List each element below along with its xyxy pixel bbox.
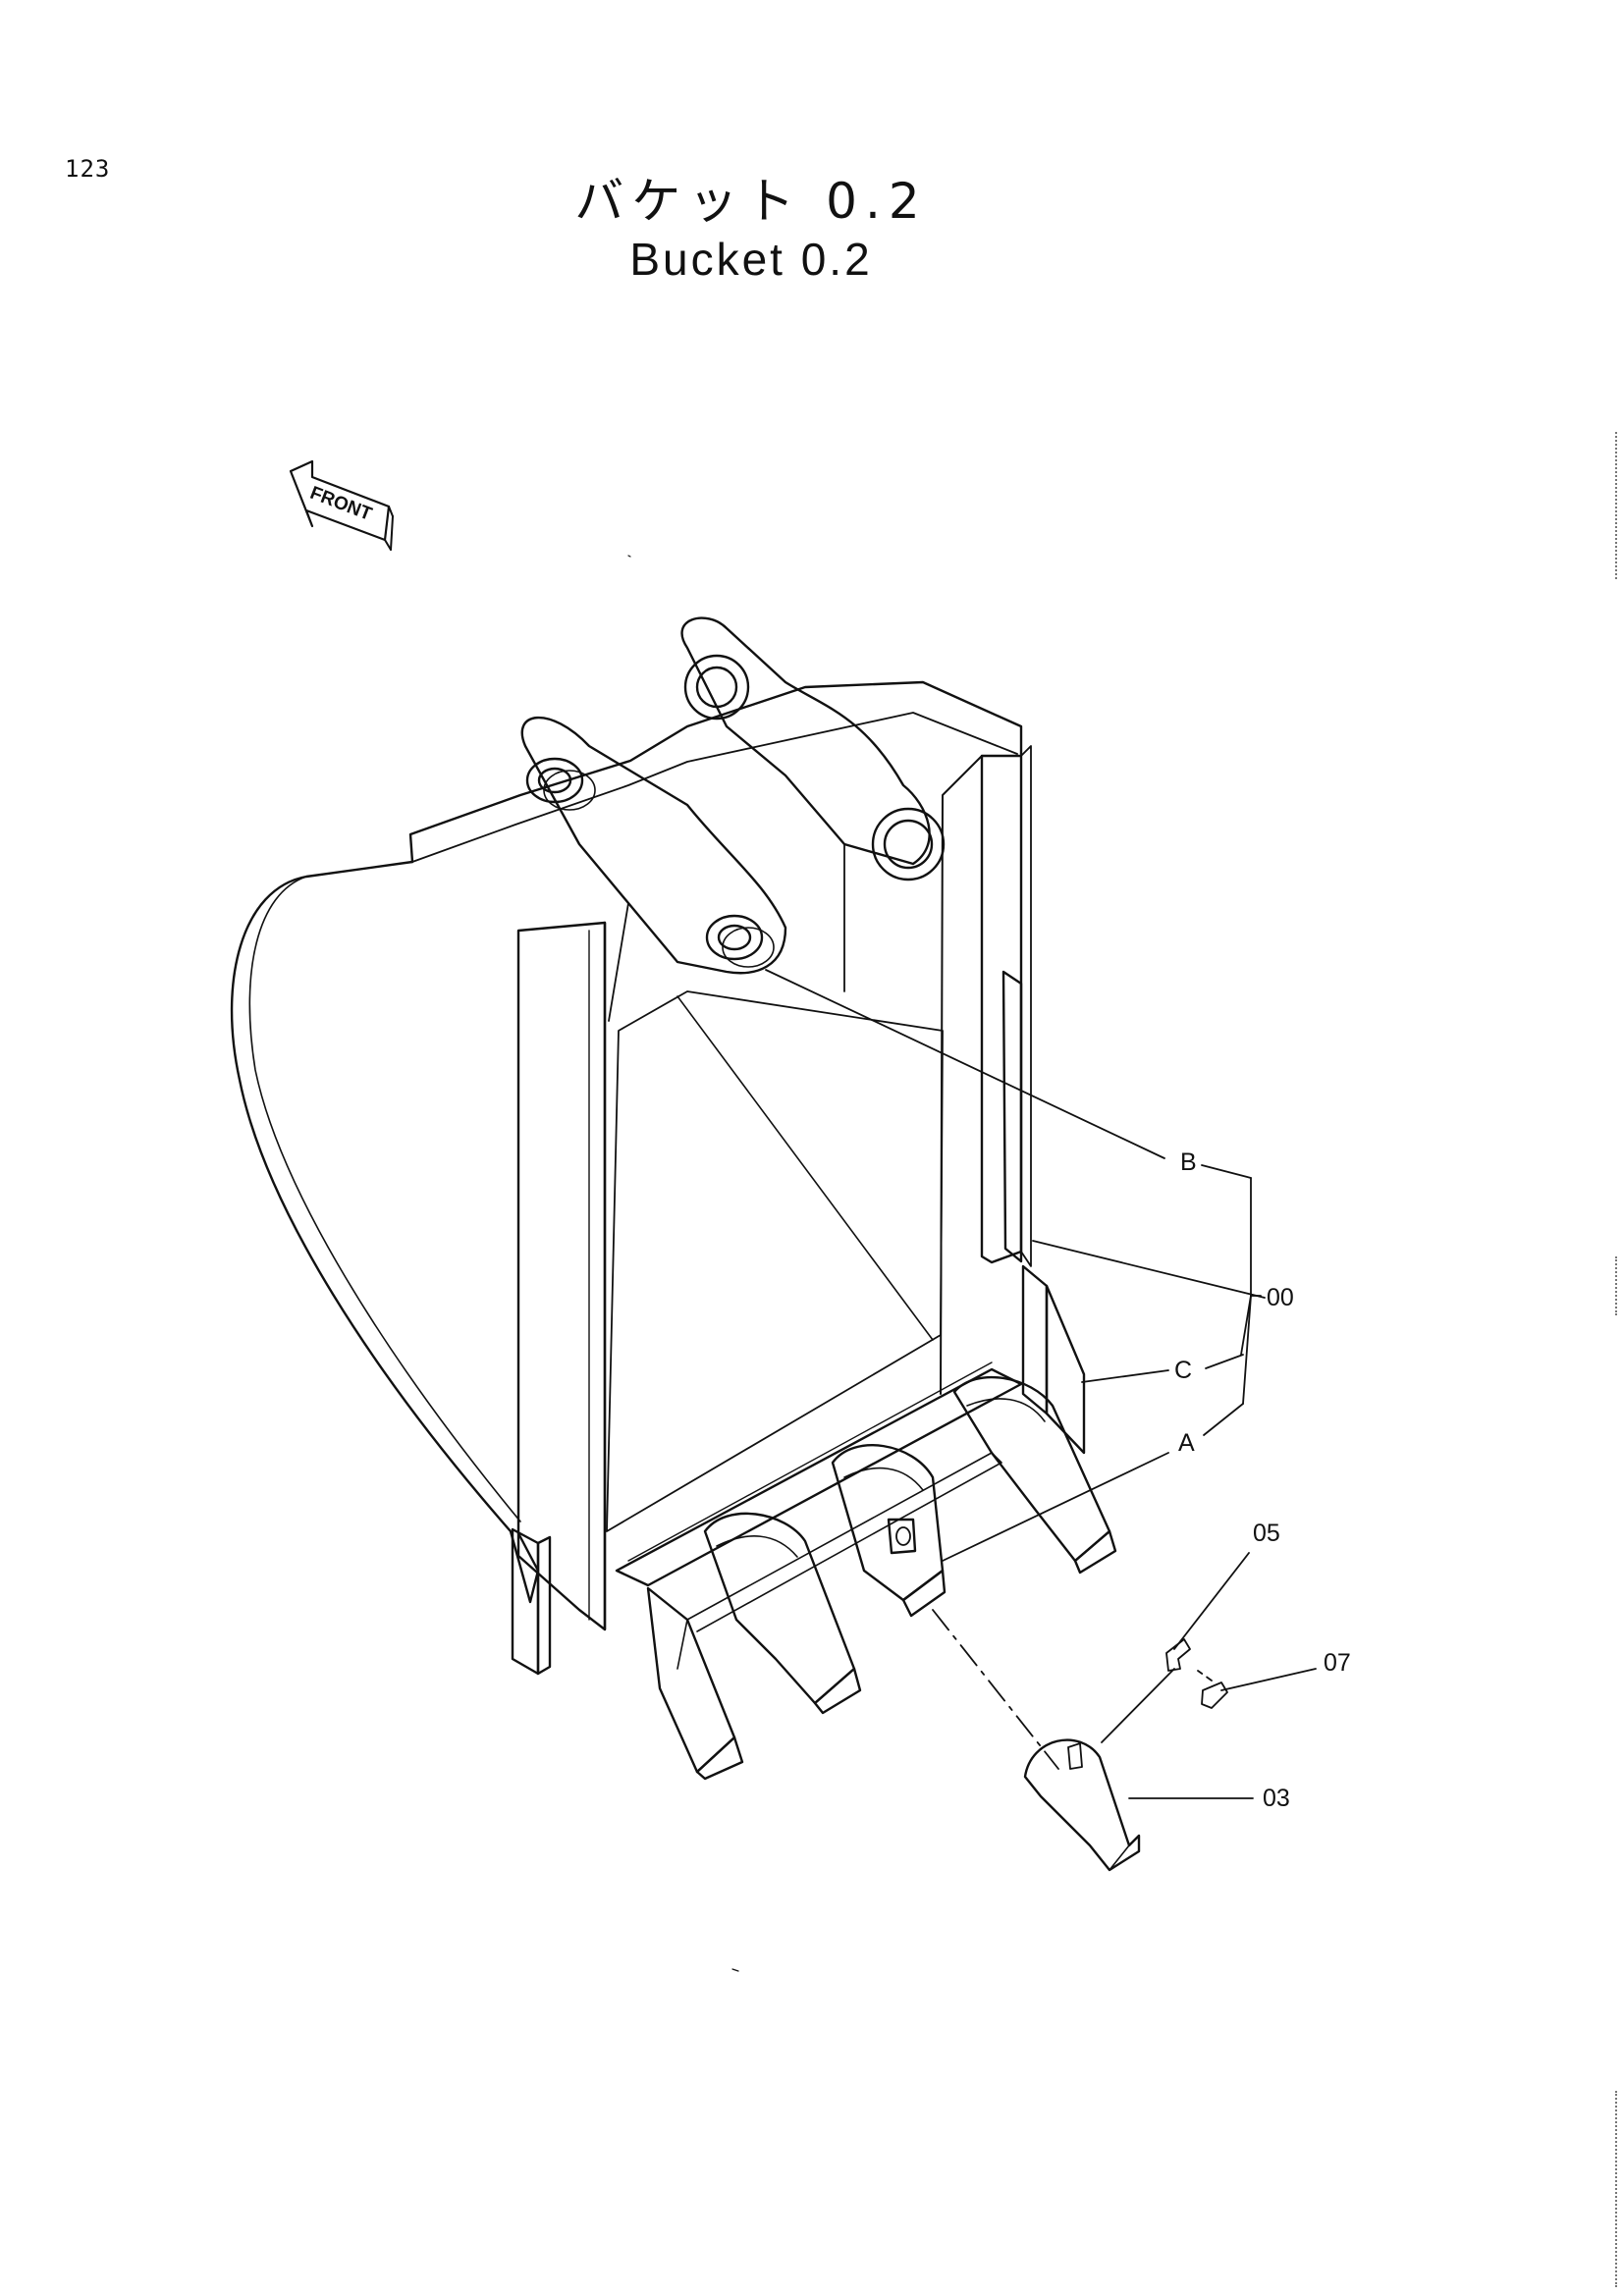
back-plate <box>408 680 1023 864</box>
front-arrow-icon: FRONT <box>289 459 394 551</box>
pin-boss-left <box>525 757 596 811</box>
scan-specks <box>627 555 739 1972</box>
callout-a: A <box>1178 1429 1195 1457</box>
callout-03: 03 <box>1263 1785 1290 1812</box>
callout-labels: B 00 C A 05 07 03 <box>1174 1148 1351 1812</box>
boss-hole-rear <box>683 654 750 721</box>
bucket-body <box>230 680 1086 1676</box>
pin-boss-right <box>705 914 775 968</box>
bucket-teeth <box>646 1375 1117 1781</box>
lock-pin-05 <box>1165 1638 1191 1672</box>
callout-05: 05 <box>1253 1520 1280 1547</box>
side-plate-right <box>980 754 1023 1264</box>
boss-hole-front <box>871 807 946 881</box>
tooth-1 <box>646 1586 744 1781</box>
page-number: 123 <box>65 155 111 183</box>
boss-brackets <box>520 616 946 1022</box>
pin-07 <box>1201 1682 1228 1709</box>
detached-tooth-03 <box>1023 1738 1141 1872</box>
tooth-3 <box>831 1444 947 1618</box>
side-plate-left <box>230 860 540 1604</box>
callout-b: B <box>1180 1148 1197 1176</box>
title-block: バケット 0.2 Bucket 0.2 <box>0 172 1502 288</box>
scan-edge-mark-1 <box>1615 432 1623 579</box>
callout-00: 00 <box>1267 1284 1294 1311</box>
leader-lines <box>765 969 1317 1799</box>
bucket-opening <box>606 990 944 1532</box>
callout-c: C <box>1174 1357 1192 1384</box>
scan-edge-mark-3 <box>1615 2091 1623 2287</box>
callout-07: 07 <box>1324 1649 1351 1677</box>
title-english: Bucket 0.2 <box>629 234 873 285</box>
tooth-4 <box>952 1375 1117 1575</box>
title-japanese: バケット 0.2 <box>574 173 928 230</box>
tooth-2 <box>703 1512 862 1715</box>
scan-edge-mark-2 <box>1615 1256 1623 1315</box>
